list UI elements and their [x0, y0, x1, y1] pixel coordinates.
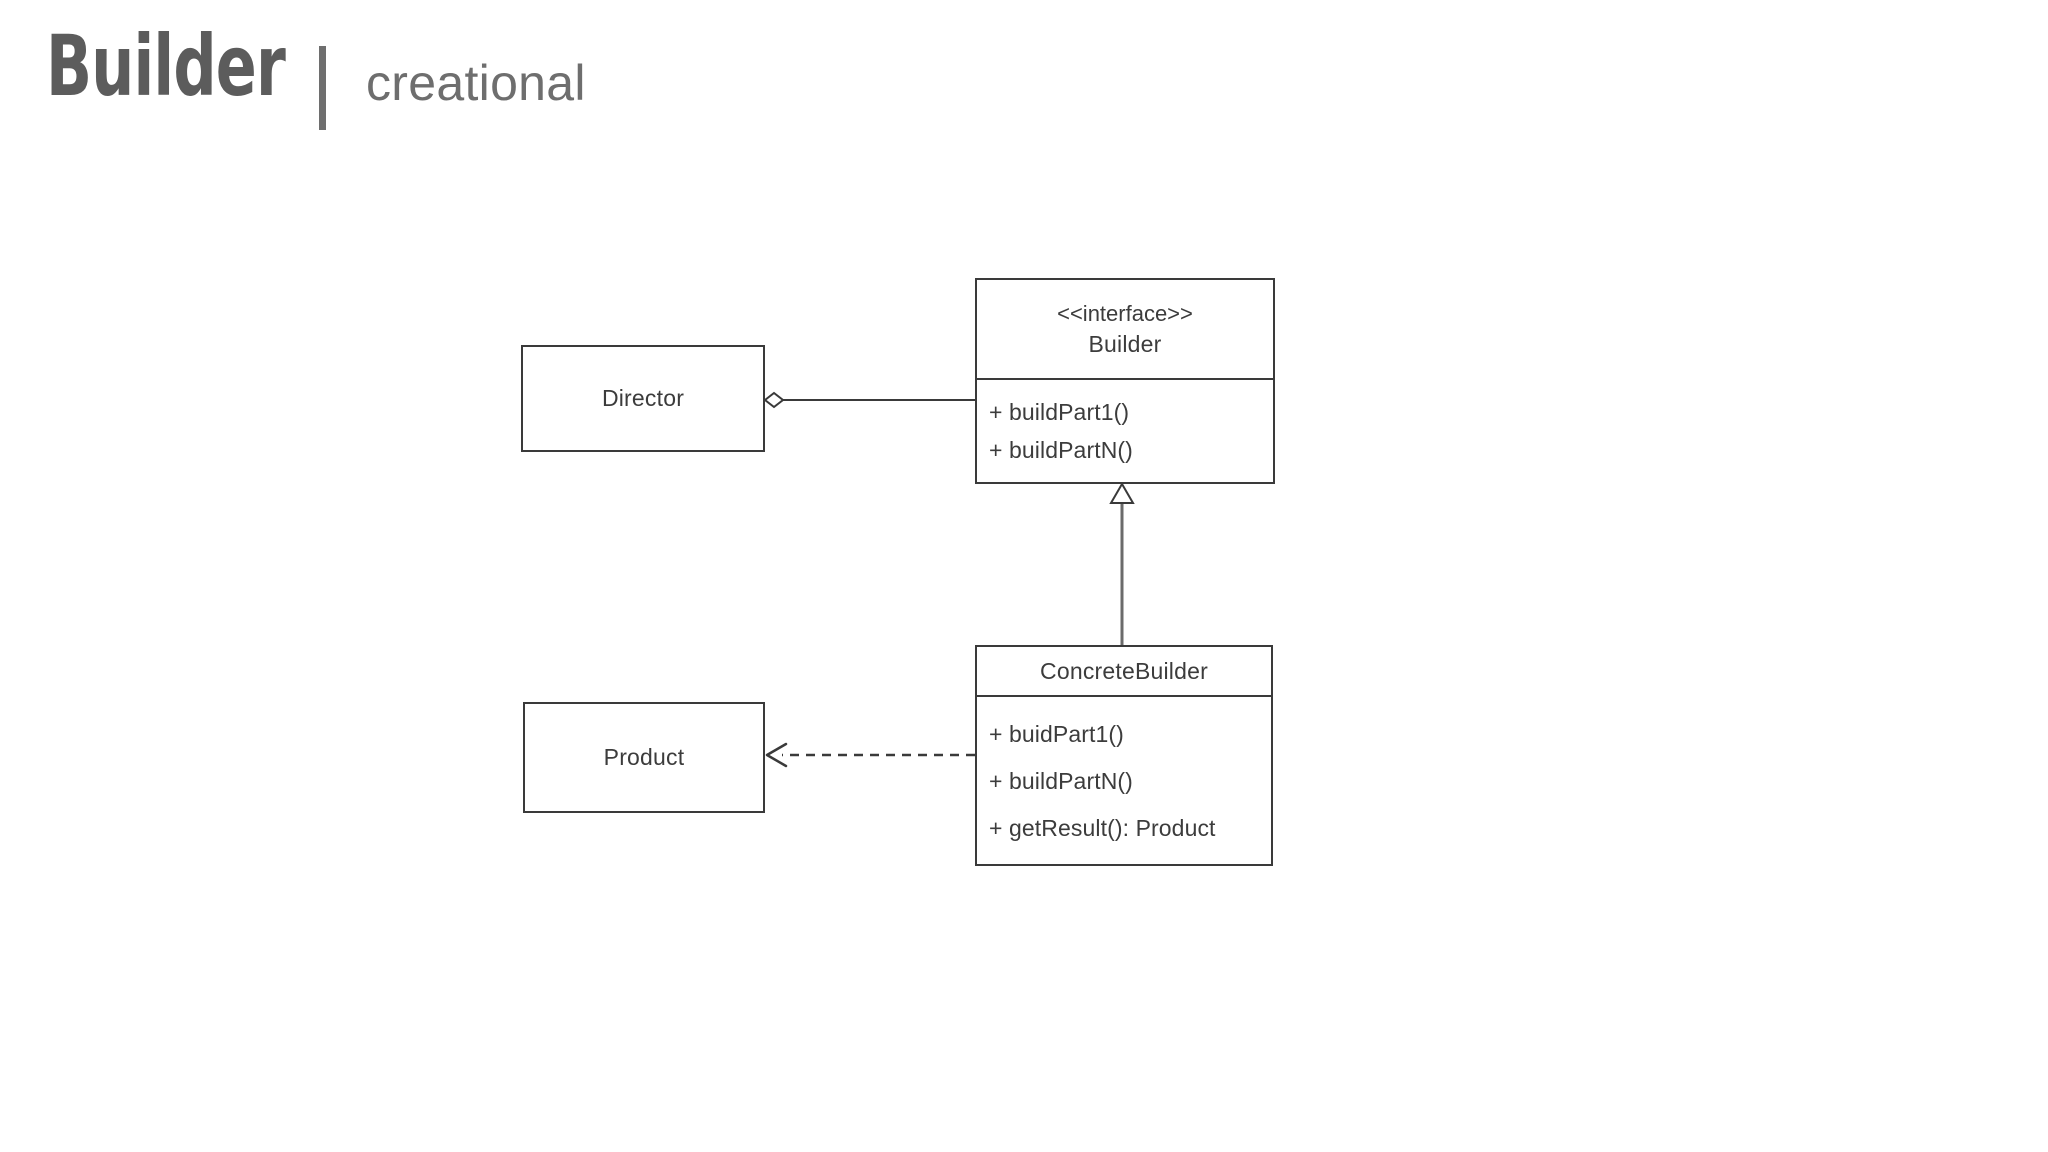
class-header: <<interface>> Builder [977, 280, 1273, 380]
class-members: + buildPart1() + buildPartN() [977, 380, 1273, 482]
class-member: + buildPart1() [989, 399, 1130, 425]
class-member: + getResult(): Product [989, 814, 1216, 841]
open-arrow-marker [765, 742, 788, 768]
title-separator-bar [319, 46, 326, 130]
hollow-triangle-marker [1109, 482, 1135, 504]
pattern-category-label: creational [366, 55, 586, 111]
class-member: + buidPart1() [989, 720, 1124, 747]
edge-concretebuilder-product [765, 742, 975, 768]
class-name-label: Product [603, 744, 685, 770]
class-stereotype-label: <<interface>> [1057, 300, 1193, 326]
class-header: ConcreteBuilder [977, 647, 1271, 697]
page-title: Builder [46, 17, 286, 115]
class-members: + buidPart1() + buildPartN() + getResult… [977, 697, 1271, 864]
class-name-label: Builder [1088, 330, 1162, 357]
uml-class-product[interactable]: Product [523, 702, 765, 813]
hollow-diamond-marker [763, 391, 785, 409]
class-name-label: Director [601, 385, 685, 411]
class-member: + buildPartN() [989, 767, 1133, 794]
edge-concretebuilder-builder [1109, 482, 1135, 645]
uml-class-director[interactable]: Director [521, 345, 765, 452]
class-name-label: ConcreteBuilder [1040, 657, 1208, 684]
class-member: + buildPartN() [989, 437, 1133, 463]
edge-director-builder [763, 391, 975, 409]
uml-class-builder[interactable]: <<interface>> Builder + buildPart1() + b… [975, 278, 1275, 484]
slide-header: Builder creational [0, 0, 2048, 170]
uml-class-concretebuilder[interactable]: ConcreteBuilder + buidPart1() + buildPar… [975, 645, 1273, 866]
